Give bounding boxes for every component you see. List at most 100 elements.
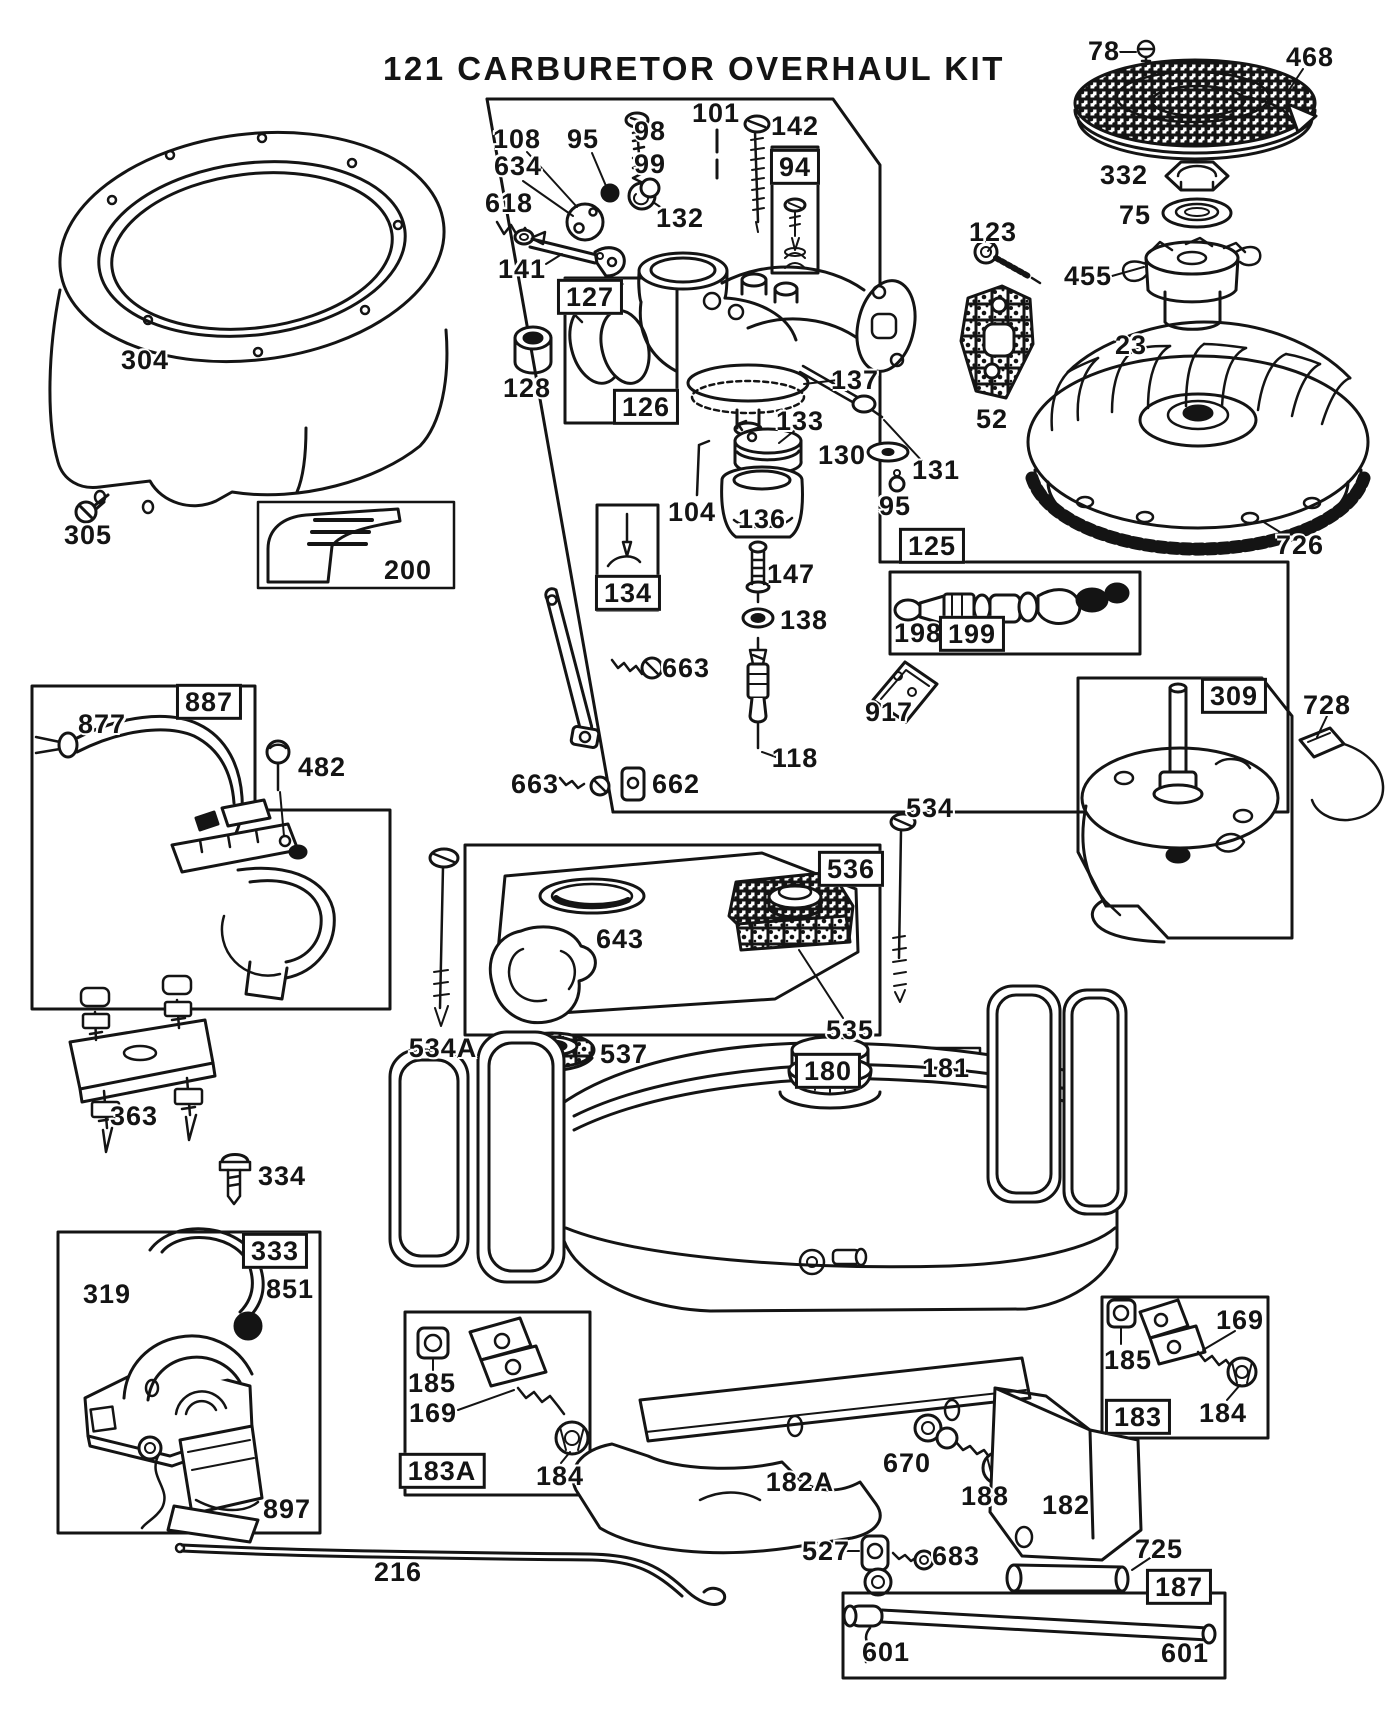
callout-138: 138 bbox=[779, 604, 829, 635]
callout-75: 75 bbox=[1118, 199, 1152, 230]
screw-334 bbox=[218, 1153, 252, 1206]
callout-333: 333 bbox=[241, 1232, 309, 1270]
armature-319 bbox=[83, 1334, 254, 1468]
control-group-887 bbox=[30, 684, 392, 1011]
callout-618: 618 bbox=[484, 187, 534, 218]
callout-198: 198 bbox=[893, 617, 943, 648]
callout-169-left: 169 bbox=[408, 1397, 458, 1428]
link-rod-216 bbox=[174, 1542, 727, 1606]
callout-332: 332 bbox=[1099, 159, 1149, 190]
callout-108: 108 bbox=[492, 123, 542, 154]
flywheel-23 bbox=[1025, 320, 1371, 556]
callout-95-mid: 95 bbox=[878, 490, 912, 521]
callout-683: 683 bbox=[931, 1540, 981, 1571]
callout-94: 94 bbox=[769, 148, 821, 186]
callout-601-left: 601 bbox=[861, 1636, 911, 1667]
callout-670: 670 bbox=[882, 1447, 932, 1478]
callout-182: 182 bbox=[1041, 1489, 1091, 1520]
bolt-534 bbox=[889, 812, 917, 1003]
tank-straps bbox=[388, 984, 1128, 1284]
callout-181: 181 bbox=[921, 1052, 971, 1083]
callout-726: 726 bbox=[1275, 529, 1325, 560]
callout-662: 662 bbox=[651, 768, 701, 799]
callout-725: 725 bbox=[1134, 1533, 1184, 1564]
callout-537: 537 bbox=[599, 1038, 649, 1069]
kit-title: 121 CARBURETOR OVERHAUL KIT bbox=[383, 50, 1005, 87]
bracket-182 bbox=[988, 1386, 1143, 1562]
callout-133: 133 bbox=[775, 405, 825, 436]
ignition-group-333 bbox=[56, 1227, 322, 1544]
callout-185-left: 185 bbox=[407, 1367, 457, 1398]
callout-663-upper: 663 bbox=[661, 652, 711, 683]
callout-127: 127 bbox=[556, 278, 624, 316]
callout-482: 482 bbox=[297, 751, 347, 782]
spacer-725 bbox=[1005, 1557, 1151, 1593]
lower-brackets bbox=[571, 1356, 1227, 1680]
callout-534: 534 bbox=[905, 792, 955, 823]
callout-183A: 183A bbox=[398, 1452, 486, 1490]
bracket-182A-bar bbox=[638, 1356, 1032, 1443]
bracket-box-183A bbox=[403, 1310, 592, 1497]
callout-305: 305 bbox=[63, 519, 113, 550]
callout-126: 126 bbox=[612, 388, 680, 426]
callout-185-right: 185 bbox=[1103, 1344, 1153, 1375]
callout-136: 136 bbox=[737, 503, 787, 534]
callout-199: 199 bbox=[938, 615, 1006, 653]
callout-851: 851 bbox=[265, 1273, 315, 1304]
callout-536: 536 bbox=[817, 850, 885, 888]
screw-305 bbox=[74, 493, 110, 524]
stop-switch-309 bbox=[1076, 676, 1385, 944]
callout-125: 125 bbox=[898, 527, 966, 565]
callout-304: 304 bbox=[120, 344, 170, 375]
callout-309: 309 bbox=[1200, 677, 1268, 715]
callout-147: 147 bbox=[766, 558, 816, 589]
callout-118: 118 bbox=[771, 742, 819, 773]
callout-319: 319 bbox=[82, 1278, 132, 1309]
gasket-52 bbox=[959, 284, 1035, 400]
callout-52: 52 bbox=[975, 403, 1009, 434]
callout-455: 455 bbox=[1063, 260, 1113, 291]
callout-601-right: 601 bbox=[1160, 1637, 1210, 1668]
callout-101: 101 bbox=[691, 97, 741, 128]
spring-nut-683 bbox=[891, 1549, 935, 1571]
callout-334: 334 bbox=[257, 1160, 307, 1191]
points-897 bbox=[137, 1424, 264, 1544]
flywheel-area bbox=[959, 39, 1371, 556]
bracket-box-183 bbox=[1100, 1295, 1270, 1440]
callout-468: 468 bbox=[1285, 41, 1335, 72]
callout-180: 180 bbox=[794, 1052, 862, 1090]
callout-363: 363 bbox=[109, 1100, 159, 1131]
callout-128: 128 bbox=[502, 372, 552, 403]
screw-482 bbox=[265, 739, 292, 848]
callout-78: 78 bbox=[1087, 35, 1121, 66]
callout-131: 131 bbox=[911, 454, 961, 485]
callout-98: 98 bbox=[633, 115, 667, 146]
callout-184-left: 184 bbox=[535, 1460, 585, 1491]
callout-99: 99 bbox=[633, 148, 667, 179]
callout-183: 183 bbox=[1104, 1398, 1172, 1436]
bolt-534A bbox=[428, 847, 460, 1027]
blower-housing-304 bbox=[48, 130, 449, 515]
callout-104: 104 bbox=[667, 496, 717, 527]
callout-527: 527 bbox=[801, 1535, 851, 1566]
callout-137: 137 bbox=[830, 364, 880, 395]
callout-169-right: 169 bbox=[1215, 1304, 1265, 1335]
carb-kit-parts bbox=[495, 111, 820, 290]
callout-216: 216 bbox=[373, 1556, 423, 1587]
callout-142: 142 bbox=[770, 110, 820, 141]
starter-clutch-455 bbox=[1121, 236, 1262, 331]
fuel-pipe-187 bbox=[841, 1591, 1227, 1680]
callout-534A: 534A bbox=[408, 1032, 478, 1063]
callout-728: 728 bbox=[1302, 689, 1352, 720]
callout-132: 132 bbox=[655, 202, 705, 233]
callout-130: 130 bbox=[817, 439, 867, 470]
callout-182A: 182A bbox=[765, 1466, 835, 1497]
callout-188: 188 bbox=[960, 1480, 1010, 1511]
callout-887: 887 bbox=[175, 683, 243, 721]
clip-527 bbox=[844, 1534, 893, 1597]
callout-134: 134 bbox=[594, 574, 662, 612]
fuel-valve-125 bbox=[871, 582, 1130, 724]
callout-897: 897 bbox=[262, 1493, 312, 1524]
